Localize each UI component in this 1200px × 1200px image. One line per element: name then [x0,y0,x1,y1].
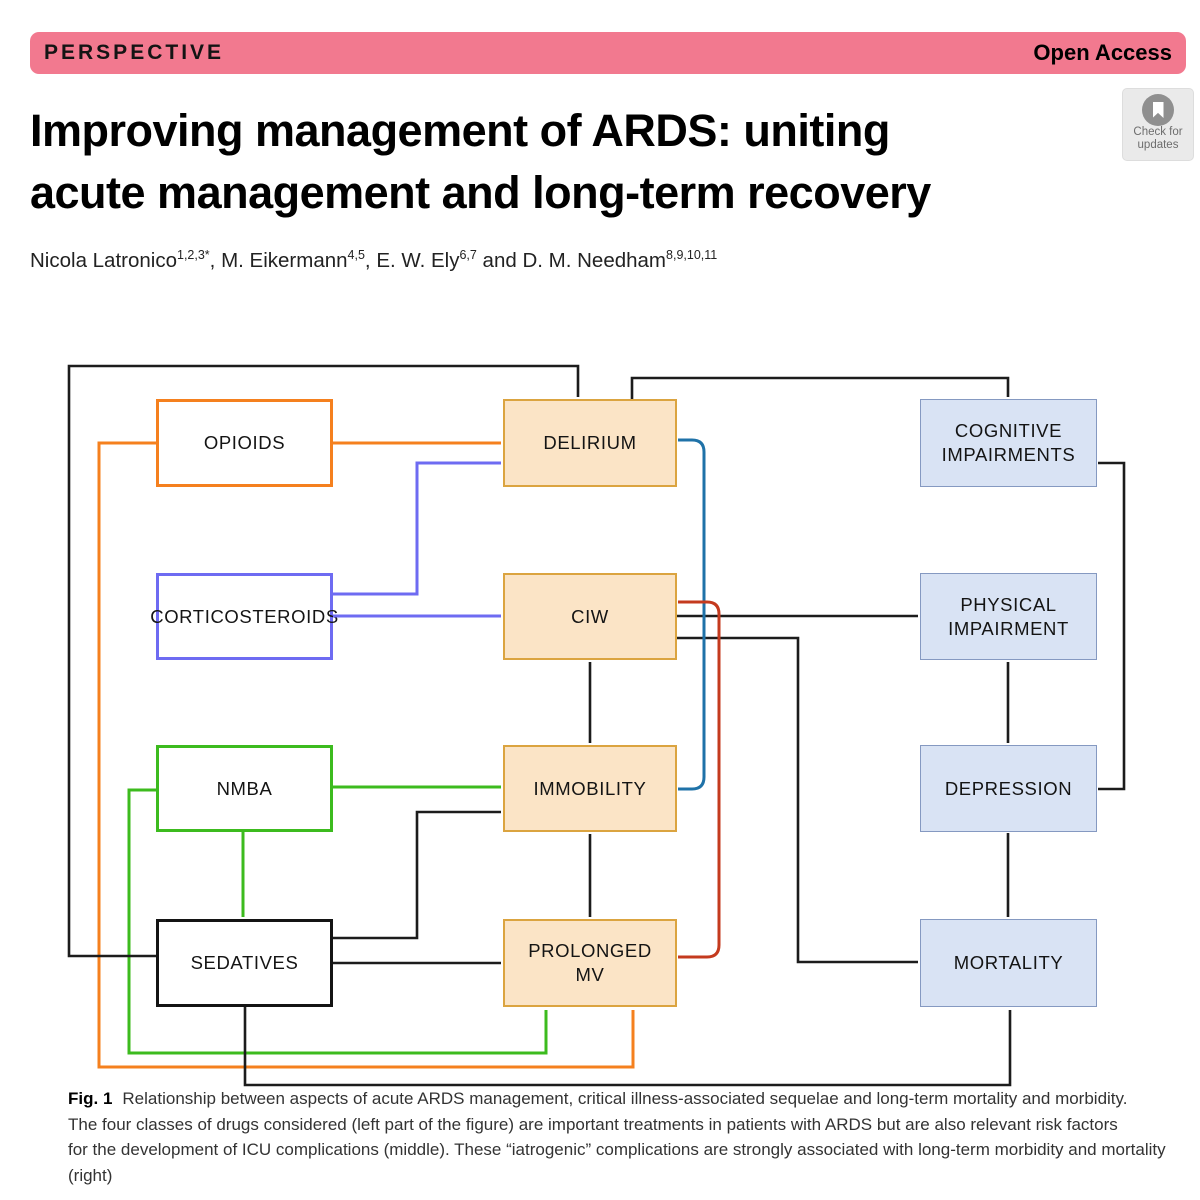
open-access-label: Open Access [1033,40,1172,65]
caption-line-4: (right) [68,1165,113,1185]
box-label: DELIRIUM [543,432,637,453]
author-name: , M. Eikermann [209,248,348,272]
edge-ciw-prolonged-mv [678,600,721,959]
bookmark-icon [1152,102,1164,118]
title-line-2: acute management and long-term recovery [30,167,931,218]
edge-sedatives-mortality [243,1007,1012,1087]
badge-text-line1: Check for [1133,126,1183,138]
page-title: Improving management of ARDS: uniting ac… [30,100,1110,224]
author-name: Nicola Latronico [30,248,177,272]
figure-label: Fig. 1 [68,1089,113,1108]
badge-text-line2: updates [1137,139,1179,151]
caption-line-2: The four classes of drugs considered (le… [68,1114,1118,1134]
bookmark-circle-icon [1142,94,1174,126]
box-mortality: MORTALITY [920,919,1097,1007]
box-label: IMMOBILITY [533,777,647,799]
author-line: Nicola Latronico1,2,3*, M. Eikermann4,5,… [30,248,717,273]
box-physical-impairment: PHYSICAL IMPAIRMENT [920,573,1097,660]
box-label: SEDATIVES [190,952,299,973]
article-type-label: PERSPECTIVE [44,41,225,64]
box-label: DEPRESSION [944,777,1073,799]
box-prolonged-mv: PROLONGED MV [503,919,677,1007]
box-opioids: OPIOIDS [156,399,333,487]
edge-delirium-immobility [678,438,706,791]
box-depression: DEPRESSION [920,745,1097,832]
box-nmba: NMBA [156,745,333,832]
edge-delirium-cognitive [630,376,1010,399]
article-type-banner: PERSPECTIVE Open Access [30,32,1186,74]
box-label: PROLONGED MV [528,940,652,985]
box-label: PHYSICAL IMPAIRMENT [948,593,1069,639]
box-label: OPIOIDS [203,432,286,453]
caption-line-3: for the development of ICU complications… [68,1140,1166,1159]
box-cognitive-impairments: COGNITIVE IMPAIRMENTS [920,399,1097,487]
figure-caption: Fig. 1 Relationship between aspects of ac… [68,1086,1166,1188]
author-affiliations: 6,7 [459,248,477,262]
caption-text: Relationship between aspects of acute AR… [122,1089,1128,1108]
edge-corticosteroids-delirium [333,461,501,596]
check-for-updates-badge[interactable]: Check for updates [1122,88,1194,161]
box-corticosteroids: CORTICOSTEROIDS [150,573,338,660]
author-name: , E. W. Ely [364,248,460,272]
box-delirium: DELIRIUM [503,399,677,487]
box-label: CORTICOSTEROIDS [150,605,339,627]
edge-sedatives-immobility [333,810,501,940]
box-label: NMBA [216,777,273,799]
author-affiliations: 4,5 [347,248,365,262]
author-name: and D. M. Needham [476,248,667,272]
edge-cognitive-depression [1098,461,1126,791]
box-immobility: IMMOBILITY [503,745,677,832]
box-ciw: CIW [503,573,677,660]
edge-ciw-mortality [677,636,918,964]
box-label: MORTALITY [953,952,1064,973]
box-label: COGNITIVE IMPAIRMENTS [941,420,1076,465]
box-sedatives: SEDATIVES [156,919,333,1007]
title-line-1: Improving management of ARDS: uniting [30,105,890,156]
author-affiliations: 1,2,3* [177,248,210,262]
box-label: CIW [571,605,609,627]
author-affiliations: 8,9,10,11 [666,248,718,262]
caption-line-1: Fig. 1 Relationship between aspects of ac… [68,1086,1158,1112]
